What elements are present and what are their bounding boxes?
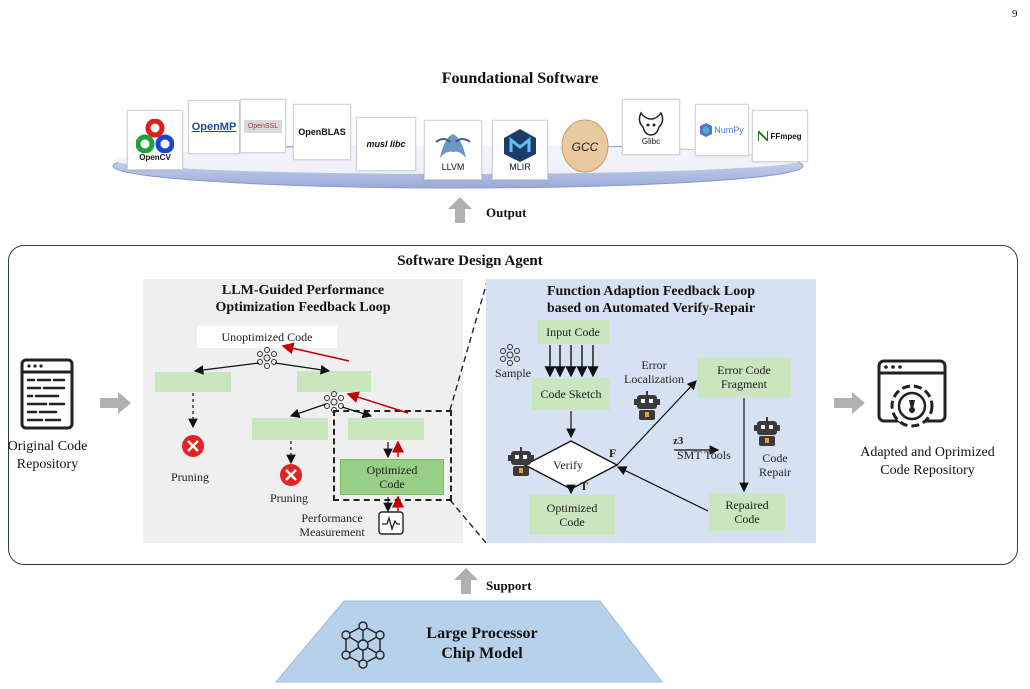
verify-label: Verify <box>553 458 583 472</box>
mlir-logo: MLIR <box>492 120 548 180</box>
z3-label: z3 <box>673 435 684 447</box>
pruning-x-icon-2 <box>280 464 302 486</box>
foundation-title: Foundational Software <box>441 70 599 87</box>
openmp-logo: OpenMP <box>188 100 240 154</box>
code-sketch-node: Code Sketch <box>532 378 610 410</box>
original-repo-label: Original Code Repository <box>7 439 88 472</box>
openssl-label: OpenSSL <box>247 122 279 130</box>
pruning-x-icon-1 <box>182 435 204 457</box>
zoom-lines <box>449 281 488 545</box>
opencv-icon <box>136 118 174 153</box>
optimized-repository-icon <box>877 359 947 428</box>
left-candidate-node-2 <box>297 371 371 392</box>
mlir-label: MLIR <box>509 162 531 172</box>
left-candidate-node-4 <box>348 418 424 440</box>
smt-tools-label: SMT Tools <box>677 448 731 462</box>
dragon-icon <box>435 134 471 158</box>
pruning-label-1: Pruning <box>171 470 210 484</box>
openblas-label: OpenBLAS <box>298 127 346 137</box>
openmp-label: OpenMP <box>191 121 237 133</box>
ffmpeg-icon <box>758 131 769 141</box>
gauge-gear-icon <box>890 384 934 428</box>
code-repository-icon <box>20 358 74 430</box>
performance-monitor-icon <box>378 511 404 535</box>
output-label: Output <box>486 205 527 220</box>
musl-label: musl libc <box>366 139 406 149</box>
llvm-label: LLVM <box>441 162 465 172</box>
left-candidate-node-3 <box>252 418 328 440</box>
glibc-label: Glibc <box>641 136 661 146</box>
ffmpeg-logo: FFmpeg <box>752 110 808 162</box>
right-panel-connectors <box>500 344 780 512</box>
right-optimized-code-node: Optimized Code <box>529 495 615 535</box>
openssl-logo: OpenSSL <box>240 99 286 153</box>
input-arrow <box>100 392 131 414</box>
repaired-code-node: Repaired Code <box>709 493 785 531</box>
left-panel-connectors <box>182 342 409 535</box>
gcc-label: GCC <box>572 140 599 154</box>
sample-sparkle-icon <box>500 344 520 366</box>
output-repo-arrow <box>834 392 865 414</box>
true-branch-label: T <box>580 479 589 493</box>
glibc-logo: Glibc <box>622 99 680 155</box>
opencv-label: OpenCV <box>139 152 171 162</box>
input-code-node: Input Code <box>537 320 609 344</box>
page-number: 9 <box>1012 8 1018 20</box>
gcc-logo: GCC <box>556 114 614 174</box>
error-localization-label: Error Localization <box>624 358 684 386</box>
right-panel-title: Function Adaption Feedback Loop based on… <box>546 284 756 316</box>
chip-model-label: Large Processor Chip Model <box>426 625 538 662</box>
gnu-egg-icon: GCC <box>561 119 609 173</box>
output-arrow <box>448 197 472 223</box>
mlir-icon <box>504 129 536 162</box>
pruning-label-2: Pruning <box>270 491 309 505</box>
openblas-logo: OpenBLAS <box>293 104 351 160</box>
software-design-agent-box <box>8 245 1018 565</box>
opencv-logo: OpenCV <box>127 110 183 170</box>
llvm-logo: LLVM <box>424 120 482 180</box>
numpy-icon <box>700 123 713 137</box>
musl-logo: musl libc <box>356 117 416 171</box>
robot-icon-repair <box>754 417 780 446</box>
adapted-repo-label: Adapted and Oprimized Code Repository <box>860 445 995 478</box>
chip-model-trapezoid <box>274 600 664 683</box>
llm-sparkle-icon-2 <box>324 391 344 413</box>
support-arrow <box>454 568 478 594</box>
left-optimized-code-node: Optimized Code <box>340 459 444 495</box>
numpy-label: NumPy <box>714 125 744 135</box>
ffmpeg-label: FFmpeg <box>770 131 802 141</box>
agent-title: Software Design Agent <box>397 253 543 269</box>
unoptimized-code-node: Unoptimized Code <box>197 326 337 348</box>
gnu-head-icon <box>638 111 664 136</box>
code-repair-label: Code Repair <box>759 451 791 479</box>
network-icon <box>341 621 385 669</box>
robot-icon-localization <box>634 391 660 420</box>
robot-icon-verify <box>508 447 534 476</box>
error-fragment-node: Error Code Fragment <box>697 357 791 397</box>
false-branch-label: F <box>609 446 617 460</box>
sample-label: Sample <box>495 366 531 380</box>
numpy-logo: NumPy <box>695 104 749 156</box>
support-label: Support <box>486 578 532 593</box>
left-candidate-node-1 <box>155 372 231 392</box>
left-panel-title: LLM-Guided Performance Optimization Feed… <box>215 283 391 315</box>
performance-label: Performance Measurement <box>299 511 365 539</box>
llm-sparkle-icon-1 <box>257 347 277 369</box>
